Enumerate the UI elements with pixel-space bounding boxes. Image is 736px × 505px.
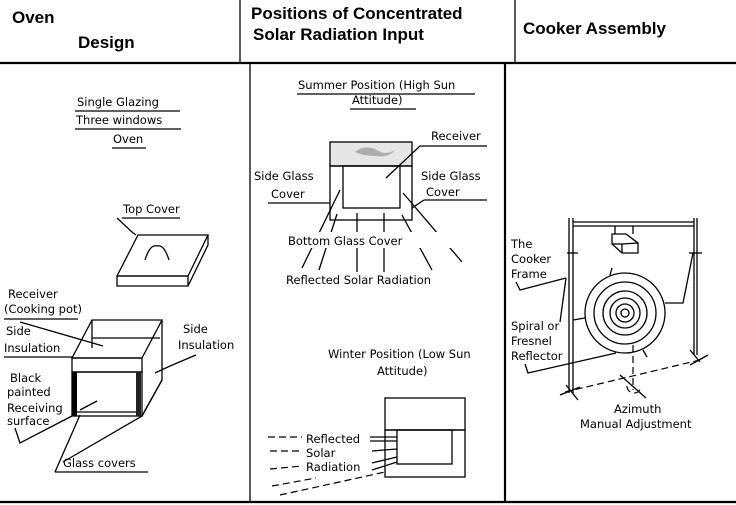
azimuth-label-2: Manual Adjustment (580, 417, 692, 431)
subtitle-line3: Oven (113, 132, 143, 146)
summer-position: Summer Position (High Sun Attitude) Rece… (254, 78, 487, 288)
oven-box-drawing: Receiver (Cooking pot) Side Insulation S… (4, 287, 234, 473)
frame-label-2: Cooker (511, 252, 551, 266)
bottom-glass-label: Bottom Glass Cover (288, 234, 403, 248)
rotation-arrow-icon (626, 385, 642, 394)
black-painted-4: surface (7, 414, 50, 428)
black-painted-2: painted (7, 385, 51, 399)
ray (402, 192, 463, 263)
side-insulation-right-2: Insulation (178, 338, 234, 352)
frame-label-1: The (510, 237, 532, 251)
subtitle-line1: Single Glazing (77, 95, 159, 109)
winter-ray-label-1: Reflected (306, 432, 360, 446)
receiver-label-2: (Cooking pot) (4, 302, 82, 316)
radiation-header-line2: Solar Radiation Input (253, 25, 424, 44)
spiral-label-3: Reflector (511, 349, 563, 363)
side-insulation-left-2: Insulation (4, 341, 60, 355)
side-insulation-left-1: Side (6, 324, 31, 338)
side-glass-right-2: Cover (426, 185, 460, 199)
oven-subtitle: Single Glazing Three windows Oven (75, 95, 181, 149)
winter-position: Winter Position (Low Sun Attitude) Refle… (268, 347, 471, 496)
spiral-label-1: Spiral or (511, 319, 559, 333)
winter-title-2: Attitude) (377, 364, 428, 378)
azimuth-label-1: Azimuth (614, 402, 661, 416)
frame-label-3: Frame (511, 267, 547, 281)
oven-header-line1: Oven (12, 8, 55, 27)
receiver-label-1: Receiver (8, 287, 58, 301)
winter-ray-label-3: Radiation (306, 460, 360, 474)
black-painted-3: Receiving (7, 401, 63, 415)
radiation-header-line1: Positions of Concentrated (251, 4, 463, 23)
cooker-header: Cooker Assembly (523, 19, 667, 38)
winter-ray-label-2: Solar (306, 446, 336, 460)
oven-header-line2: Design (78, 33, 135, 52)
spiral-reflector-icon (584, 267, 666, 358)
summer-receiver-label: Receiver (431, 129, 481, 143)
subtitle-line2: Three windows (75, 113, 162, 127)
summer-title-1: Summer Position (High Sun (298, 78, 455, 92)
summer-title-2: Attitude) (352, 93, 403, 107)
ray (301, 189, 341, 269)
side-glass-right-1: Side Glass (421, 169, 481, 183)
side-insulation-right-1: Side (183, 322, 208, 336)
reflected-radiation-label: Reflected Solar Radiation (286, 273, 431, 287)
black-insulation-right (136, 372, 141, 416)
winter-receiver-top (384, 397, 466, 431)
side-glass-left-2: Cover (271, 187, 305, 201)
cooker-assembly-drawing: The Cooker Frame Spiral or Fresnel Refle… (510, 218, 709, 431)
top-cover-drawing: Top Cover (115, 202, 210, 287)
inner-receiver-box (342, 165, 401, 209)
black-insulation-left (72, 372, 77, 416)
spiral-label-2: Fresnel (511, 334, 552, 348)
top-cover-label: Top Cover (122, 202, 180, 216)
winter-title-1: Winter Position (Low Sun (328, 347, 471, 361)
side-glass-left-1: Side Glass (254, 169, 314, 183)
winter-inner-box (396, 429, 453, 465)
black-painted-1: Black (10, 371, 41, 385)
handle-icon (144, 245, 170, 261)
glass-covers-label: Glass covers (63, 456, 136, 470)
